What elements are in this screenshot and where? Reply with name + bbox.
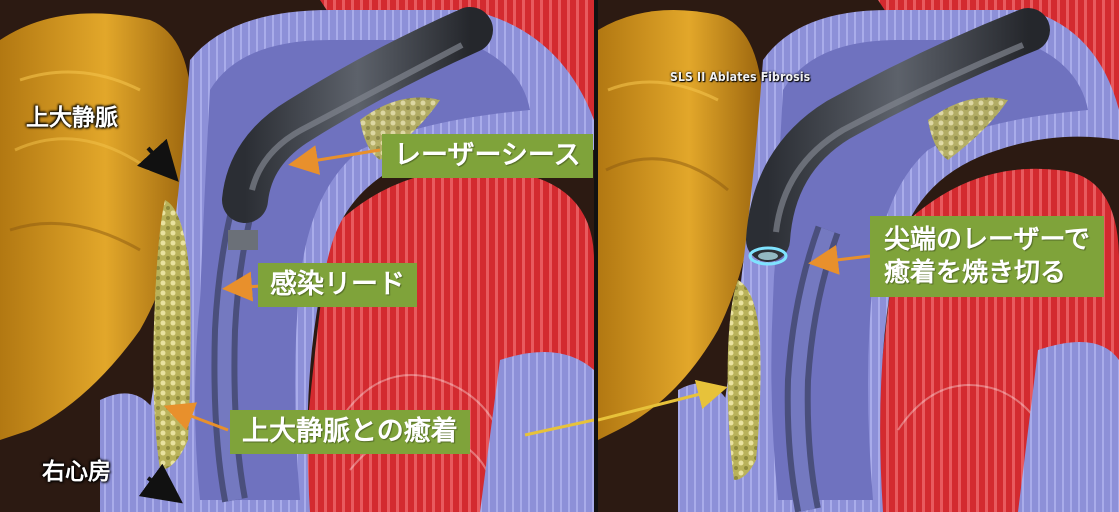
- infected-lead-label: 感染リード: [258, 263, 417, 307]
- right-atrium-label: 右心房: [42, 452, 111, 486]
- laser-ablation-label: 尖端のレーザーで 癒着を焼き切る: [870, 216, 1104, 297]
- svc-pointer-arrow: [148, 148, 168, 170]
- cross-panel-arrow-end: [598, 390, 716, 420]
- adhesion-pointer-arrow: [175, 410, 228, 430]
- svc-adhesion-label: 上大静脈との癒着: [230, 410, 470, 454]
- right-illustration-panel: SLS II Ablates Fibrosis 尖端のレーザーで 癒着を焼き切る: [598, 0, 1119, 512]
- cross-panel-arrow-start: [525, 420, 594, 435]
- svc-label: 上大静脈: [26, 98, 118, 132]
- laser-ablation-line1: 尖端のレーザーで: [884, 224, 1090, 257]
- video-caption: SLS II Ablates Fibrosis: [670, 70, 810, 84]
- sheath-pointer-arrow: [300, 150, 380, 163]
- laser-ablation-line2: 癒着を焼き切る: [884, 257, 1090, 290]
- lead-pointer-arrow: [234, 286, 260, 288]
- left-illustration-panel: 上大静脈 右心房 レーザーシース 感染リード 上大静脈との癒着: [0, 0, 594, 512]
- laser-pointer-arrow: [820, 256, 870, 262]
- laser-sheath-label: レーザーシース: [382, 134, 593, 178]
- ra-pointer-arrow: [148, 478, 170, 494]
